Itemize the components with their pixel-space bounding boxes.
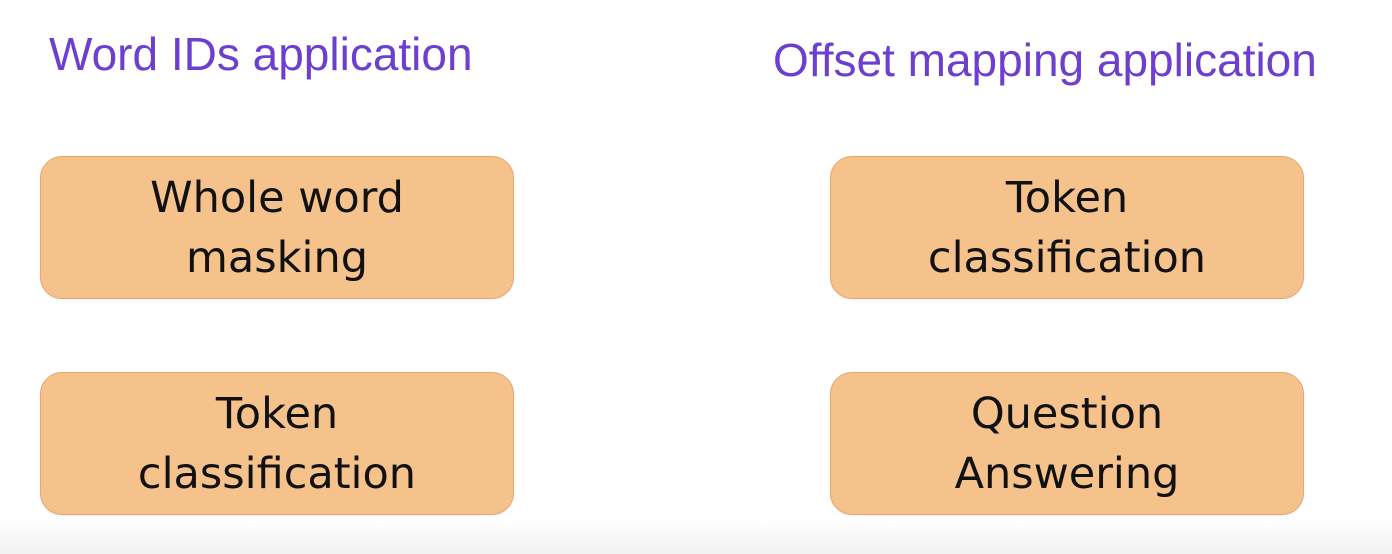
word-ids-heading: Word IDs application — [49, 28, 473, 80]
card-label: Token classification — [137, 388, 417, 499]
question-answering-card: Question Answering — [830, 372, 1304, 515]
card-label: Question Answering — [954, 388, 1180, 499]
card-label: Token classification — [927, 172, 1207, 283]
card-label: Whole word masking — [150, 172, 404, 283]
bottom-shade — [0, 520, 1392, 554]
token-classification-card-left: Token classification — [40, 372, 514, 515]
whole-word-masking-card: Whole word masking — [40, 156, 514, 299]
offset-mapping-heading: Offset mapping application — [773, 34, 1317, 86]
token-classification-card-right: Token classification — [830, 156, 1304, 299]
